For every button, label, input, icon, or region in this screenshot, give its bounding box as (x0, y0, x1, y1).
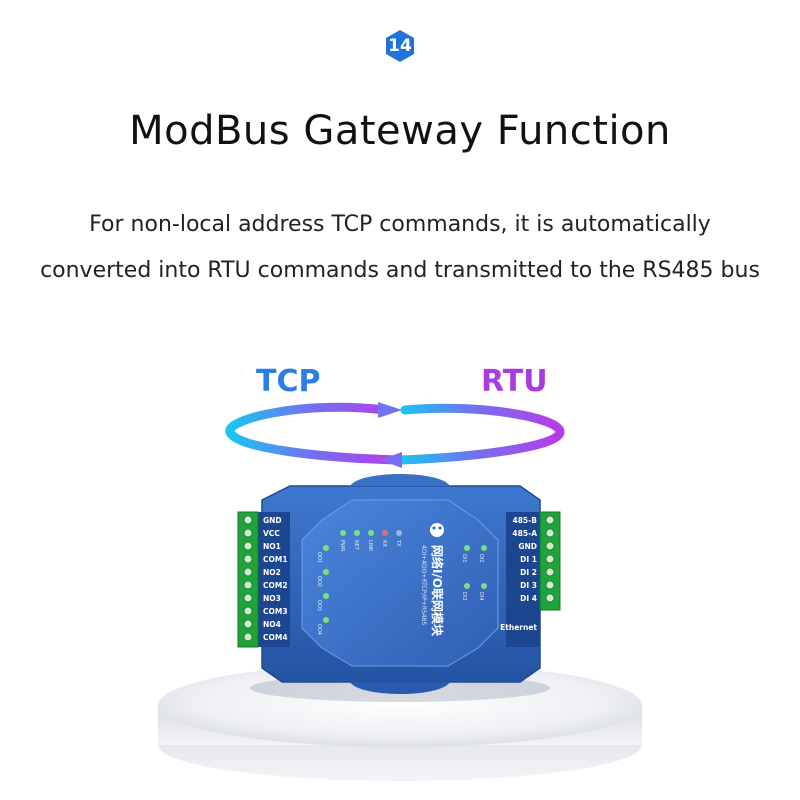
terminal-label: NO1 (263, 542, 281, 551)
terminal-label: COM2 (263, 581, 288, 590)
terminal-label: GND (263, 516, 282, 525)
io-module-device: GND VCC NO1 COM1 NO2 COM2 NO3 COM3 NO4 C… (237, 474, 561, 702)
terminal-label: 485-A (512, 529, 537, 538)
rtu-label: RTU (481, 364, 548, 399)
terminal-label: NO2 (263, 568, 281, 577)
step-number: 14 (388, 36, 412, 56)
terminal-label: COM3 (263, 607, 288, 616)
left-terminal-labels: GND VCC NO1 COM1 NO2 COM2 NO3 COM3 NO4 C… (263, 516, 288, 642)
terminal-label: COM4 (263, 633, 288, 642)
led-label: PWR (339, 540, 345, 552)
terminal-label: VCC (263, 529, 280, 538)
terminal-label: NO3 (263, 594, 281, 603)
brand-logo-icon (430, 523, 444, 537)
tcp-label: TCP (256, 364, 321, 399)
led-label: RX (381, 540, 387, 547)
right-terminal-labels: 485-B 485-A GND DI 1 DI 2 DI 3 DI 4 Ethe… (500, 516, 537, 632)
led-label: DO1 (316, 552, 322, 563)
model-text: 4DI+4DO+RTCP/IP+RS485 (420, 545, 427, 625)
terminal-label: DI 2 (520, 568, 537, 577)
status-leds: PWR NET LINK RX TX (339, 530, 402, 552)
led-label: DI4 (478, 592, 484, 601)
description-line-1: For non-local address TCP commands, it i… (89, 212, 711, 237)
led-label: DO2 (316, 576, 322, 587)
terminal-label: NO4 (263, 620, 281, 629)
led-label: TX (395, 539, 401, 547)
input-leds: DI1 DI2 DI3 DI4 (461, 545, 487, 601)
terminal-label: DI 4 (520, 594, 537, 603)
terminal-label: COM1 (263, 555, 288, 564)
terminal-label: DI 3 (520, 581, 537, 590)
led-label: DI1 (461, 554, 467, 563)
rotation-arrows-icon (225, 402, 565, 468)
led-label: DI2 (478, 554, 484, 563)
page-title: ModBus Gateway Function (129, 108, 671, 154)
led-label: DI3 (461, 592, 467, 601)
led-label: LINK (367, 540, 373, 552)
led-label: DO3 (316, 600, 322, 611)
product-name: 网络I/O联网模块 (430, 545, 445, 637)
led-label: DO4 (316, 624, 322, 635)
terminal-label: 485-B (513, 516, 538, 525)
description-line-2: converted into RTU commands and transmit… (40, 258, 760, 283)
hexagon-badge-icon (386, 30, 414, 62)
pedestal (158, 663, 642, 781)
led-label: NET (353, 540, 359, 551)
terminal-label: DI 1 (520, 555, 537, 564)
output-leds: DO1 DO2 DO3 DO4 (316, 545, 329, 635)
step-badge: 14 (383, 29, 417, 63)
ethernet-label: Ethernet (500, 623, 537, 632)
terminal-label: GND (518, 542, 537, 551)
